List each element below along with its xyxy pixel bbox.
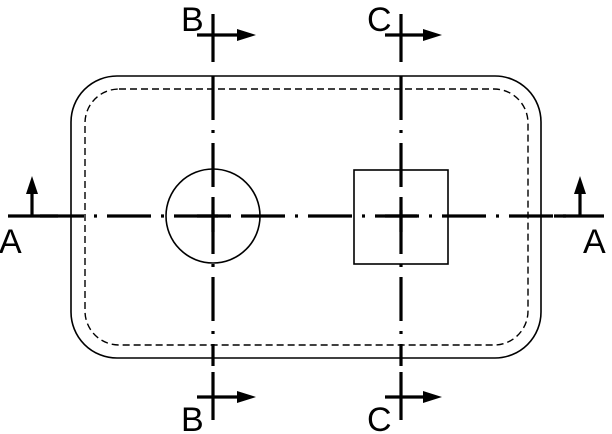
section-label-a-right: A (583, 223, 606, 261)
section-b-top-marker (197, 14, 256, 62)
section-c-bottom-marker (385, 372, 442, 420)
section-label-c-bottom: C (367, 401, 392, 434)
square-center-mark (385, 200, 417, 232)
section-label-a-left: A (0, 223, 22, 261)
section-label-c-top: C (367, 1, 392, 39)
section-label-b-top: B (181, 1, 204, 39)
section-c-top-marker (385, 14, 442, 62)
section-label-b-bottom: B (181, 401, 204, 434)
section-a-left-marker (8, 176, 58, 218)
section-a-right-marker (554, 176, 604, 218)
section-b-bottom-marker (197, 372, 256, 420)
circle-center-mark (197, 200, 229, 232)
